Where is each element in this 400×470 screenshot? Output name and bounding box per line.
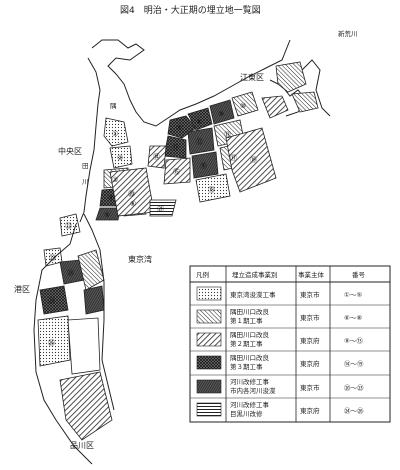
legend-row-desc2: 第１期工事	[230, 316, 263, 325]
legend-header: 番号	[352, 271, 366, 279]
label-chuo: 中央区	[58, 146, 82, 156]
parcel-p8	[187, 107, 213, 131]
legend-row-desc: 隅田川口改良	[230, 330, 270, 339]
parcel-label: ⑥	[130, 200, 136, 208]
parcel-p16	[191, 151, 219, 179]
legend-row-owner: 東京市	[300, 290, 320, 299]
parcel-label: ㉒	[65, 222, 72, 230]
legend-row-range: ⑳～㉓	[344, 384, 364, 392]
legend-row-owner: 東京市	[300, 313, 320, 322]
parcel-label: ⑬	[224, 131, 231, 139]
label-sumida-1: 隅	[110, 101, 117, 110]
parcel-label: ⑪	[172, 144, 179, 152]
parcel-p26	[37, 315, 71, 367]
parcel-p5	[95, 207, 121, 221]
parcel-p2	[109, 145, 133, 169]
legend-swatch	[196, 402, 222, 417]
label-shinagawa: 品川区	[70, 441, 94, 450]
minato-parcels	[37, 213, 113, 441]
parcel-label: ㉕	[48, 297, 55, 305]
parcel-p18	[195, 173, 231, 203]
legend-swatch	[196, 286, 222, 301]
map-title: 図4 明治・大正期の埋立地一覧図	[120, 4, 261, 16]
legend-row-desc: 隅田川口改良	[230, 307, 270, 316]
parcel-p12	[187, 127, 215, 155]
parcel-label: ⑨	[218, 110, 224, 118]
parcel-label: ②	[117, 154, 123, 162]
parcel-label: ㉑	[157, 205, 164, 213]
parcel-p1	[103, 117, 129, 147]
legend-swatch	[196, 355, 222, 370]
parcel-label: ㉖	[48, 339, 55, 347]
parcel-label: ⑧	[196, 118, 202, 126]
parcel-numbers: ① ② ③ ④ ⑤ ⑥ ⑦ ⑧ ⑨ ⑩ ⑪ ⑫ ⑬ ⑭ ⑮ ⑯ ⑰ ⑱ ⑲ ⑳ …	[48, 102, 257, 347]
legend-row-desc2: 第２期工事	[230, 339, 263, 348]
legend-row-range: ①～⑤	[344, 291, 362, 299]
legend-row-owner: 東京市	[300, 383, 320, 392]
place-labels: 江東区 中央区 港区 東京湾 品川区 新荒川 隅 田 川	[14, 29, 358, 450]
legend-swatch	[196, 332, 222, 347]
parcel-label: ⑰	[230, 154, 237, 162]
parcel-label: ㉓	[49, 254, 56, 262]
label-tokyowan: 東京湾	[128, 254, 152, 264]
parcel-label: ⑭	[153, 153, 160, 161]
legend-header: 凡例	[196, 270, 209, 279]
legend-row-desc: 隅田川口改良	[230, 353, 270, 362]
parcel-p19	[225, 127, 277, 193]
parcel-label: ③	[112, 176, 118, 184]
label-sumida-3: 川	[82, 178, 89, 186]
legend-row-desc2: 第３期工事	[230, 362, 263, 371]
parcel-p21	[149, 199, 177, 217]
legend-row-range: ⑥～⑧	[344, 314, 362, 322]
legend-header: 埋立造成事業別	[232, 270, 278, 279]
label-arakawa: 新荒川	[338, 29, 358, 38]
parcel-label: ⑳	[128, 190, 135, 198]
legend-row-desc: 東京湾浚渫工事	[230, 290, 276, 299]
label-koto: 江東区	[240, 72, 264, 82]
legend-row-desc2: 目黒川改修	[230, 409, 263, 418]
parcel-label: ⑩	[240, 102, 246, 110]
parcel-label: ⑯	[200, 162, 207, 170]
parcel-label: ①	[112, 130, 118, 138]
legend-row-owner: 東京府	[300, 406, 320, 415]
parcel-label: ⑲	[250, 156, 257, 164]
legend-swatch	[196, 309, 222, 324]
legend-row-desc2: 市内各河川浚渫	[230, 386, 276, 395]
parcel-p10	[231, 91, 259, 117]
legend-row-desc: 河川改修工事	[230, 400, 270, 409]
label-minato: 港区	[14, 284, 30, 294]
parcel-label: ⑫	[196, 138, 203, 146]
minato-coast	[33, 213, 115, 465]
legend-row-range: ⑨～⑬	[344, 337, 363, 345]
legend-row-owner: 東京府	[300, 336, 320, 345]
parcel-p25	[39, 285, 69, 315]
legend-row-range: ⑭～⑲	[344, 360, 364, 368]
parcel-p14	[147, 145, 167, 169]
parcel-label: ④	[108, 194, 114, 202]
parcel-label: ⑤	[104, 211, 110, 219]
parcel-label: ⑱	[208, 186, 215, 194]
parcel-label: ⑦	[176, 124, 182, 132]
parcel-label: ⑮	[173, 168, 180, 176]
legend-header: 事業主体	[298, 270, 325, 279]
label-sumida-2: 田	[82, 162, 89, 170]
parcel-p22	[59, 213, 81, 237]
legend-table: 凡例 埋立造成事業別 事業主体 番号 東京湾浚渫工事 東京市 ①～⑤ 隅田川口改…	[189, 265, 391, 423]
parcel-p9	[209, 99, 235, 125]
legend-swatch	[196, 379, 222, 394]
legend-row-desc: 河川改修工事	[230, 377, 270, 386]
koto-upper-parcels	[261, 61, 319, 119]
parcel-label: ㉔	[67, 269, 74, 277]
legend-row-range: ㉔～㉖	[344, 407, 364, 415]
tsukishima-parcels	[109, 91, 277, 217]
legend-row-owner: 東京府	[300, 359, 320, 368]
parcel-p15	[163, 157, 191, 185]
